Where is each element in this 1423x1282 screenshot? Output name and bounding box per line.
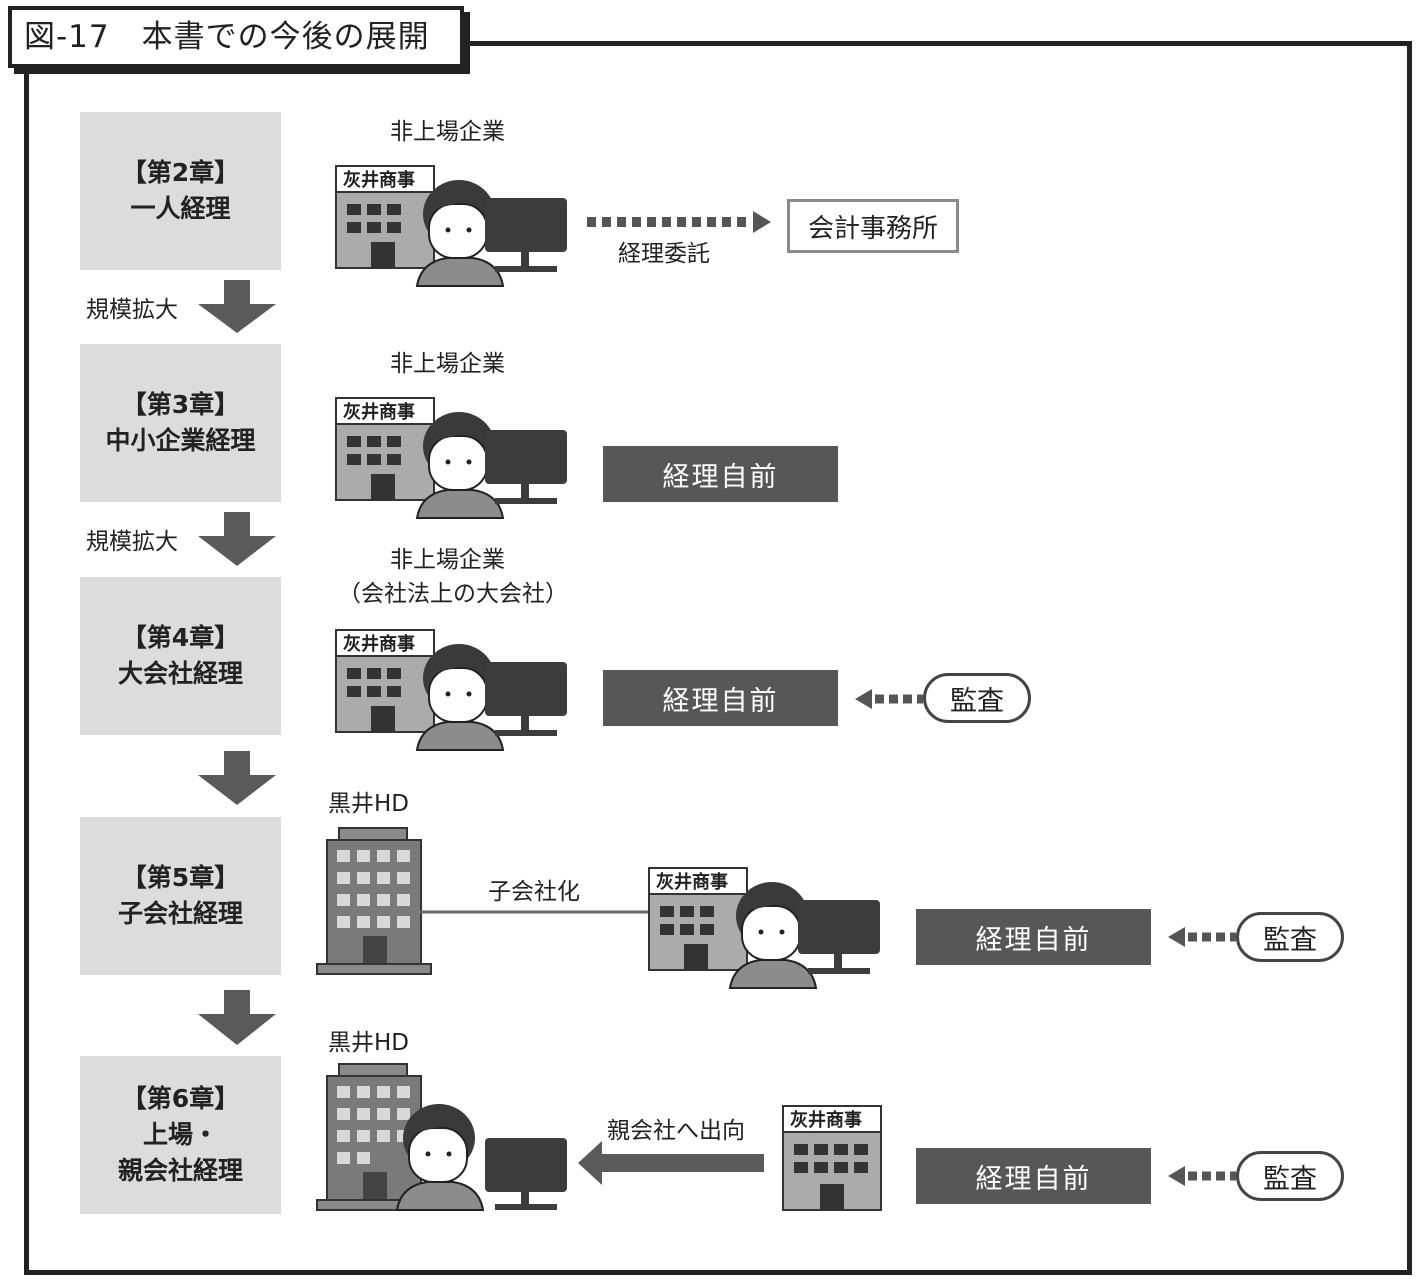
chapter-title: 親会社経理 — [117, 1156, 243, 1185]
down-arrow-icon — [198, 990, 276, 1045]
company-sign: 灰井商事 — [343, 169, 415, 191]
secondment-label: 親会社へ出向 — [607, 1118, 745, 1144]
company-sign: 灰井商事 — [343, 633, 415, 655]
chapter-title: 中小企業経理 — [105, 426, 256, 455]
chapter-heading: 【第4章】 — [121, 623, 240, 652]
row5-caption: 黒井HD — [328, 1030, 410, 1056]
subsidiary-building-icon: 灰井商事 — [782, 1105, 882, 1211]
company-sign: 灰井商事 — [790, 1109, 862, 1131]
in-house-accounting-box: 経理自前 — [603, 670, 838, 726]
in-house-accounting-box: 経理自前 — [916, 1148, 1151, 1204]
row2-caption: 非上場企業 — [390, 351, 505, 377]
row3-caption: 非上場企業 — [390, 547, 505, 573]
company-with-accountant-icon: 灰井商事 — [335, 629, 567, 751]
audit-pill: 監査 — [1236, 1151, 1344, 1201]
chapter-heading: 【第5章】 — [121, 863, 240, 892]
transition-label: 規模拡大 — [86, 529, 178, 555]
chapter-title: 子会社経理 — [117, 899, 243, 928]
company-sign: 灰井商事 — [656, 871, 728, 893]
outsourcing-arrow — [587, 211, 771, 233]
chapter-5-box: 【第5章】 子会社経理 — [80, 817, 281, 975]
transition-label: 規模拡大 — [86, 297, 178, 323]
chapter-heading: 【第6章】 — [121, 1084, 240, 1113]
accounting-firm-box: 会計事務所 — [787, 199, 959, 253]
row1-caption: 非上場企業 — [390, 119, 505, 145]
down-arrow-icon — [198, 512, 276, 566]
in-house-accounting-box: 経理自前 — [916, 909, 1151, 965]
chapter-2-box: 【第2章】 一人経理 — [80, 112, 281, 270]
company-with-accountant-icon: 灰井商事 — [648, 867, 880, 989]
secondment-arrow — [578, 1141, 764, 1185]
chapter-3-box: 【第3章】 中小企業経理 — [80, 344, 281, 502]
audit-pill: 監査 — [1236, 912, 1344, 962]
figure-title: 図-17 本書での今後の展開 — [8, 6, 464, 68]
row4-caption: 黒井HD — [328, 791, 410, 817]
company-with-accountant-icon: 灰井商事 — [335, 397, 567, 519]
chapter-4-box: 【第4章】 大会社経理 — [80, 577, 281, 735]
row3-caption-sub: （会社法上の大会社） — [338, 581, 568, 607]
audit-arrow — [1168, 927, 1236, 947]
down-arrow-icon — [198, 280, 276, 333]
subsidiary-link-label: 子会社化 — [488, 879, 580, 905]
chapter-heading: 【第3章】 — [121, 390, 240, 419]
company-with-accountant-icon: 灰井商事 — [335, 165, 567, 287]
chapter-title: 一人経理 — [130, 194, 231, 223]
audit-pill: 監査 — [923, 673, 1031, 723]
audit-arrow — [855, 689, 923, 709]
holding-company-with-accountant-icon — [316, 1063, 567, 1211]
chapter-title: 上場・ — [142, 1120, 218, 1149]
company-sign: 灰井商事 — [343, 401, 415, 423]
holding-company-building-icon — [316, 827, 432, 975]
chapter-6-box: 【第6章】 上場・ 親会社経理 — [80, 1056, 281, 1214]
down-arrow-icon — [198, 751, 276, 805]
subsidiary-link-line — [420, 910, 650, 914]
in-house-accounting-box: 経理自前 — [603, 446, 838, 502]
chapter-title: 大会社経理 — [117, 659, 243, 688]
chapter-heading: 【第2章】 — [121, 158, 240, 187]
audit-arrow — [1168, 1166, 1236, 1186]
outsourcing-label: 経理委託 — [618, 241, 710, 267]
